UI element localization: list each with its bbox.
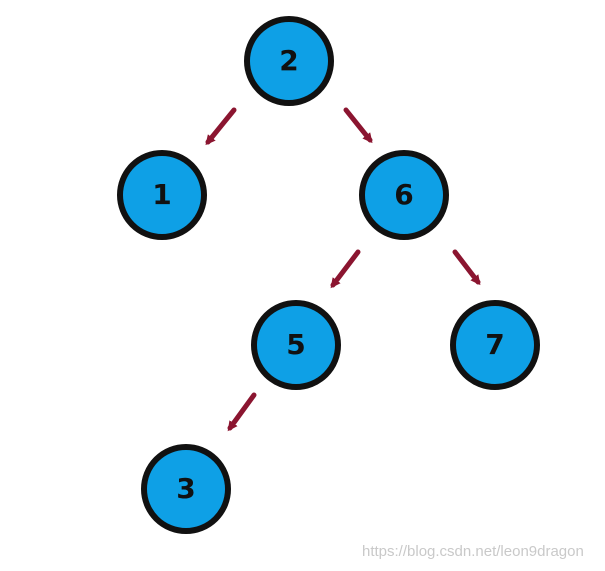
tree-node-7: 7	[450, 300, 540, 390]
node-label: 7	[485, 328, 504, 361]
node-circle	[141, 444, 231, 534]
tree-node-5: 5	[251, 300, 341, 390]
node-label: 2	[279, 44, 298, 77]
node-circle	[359, 150, 449, 240]
node-label: 6	[394, 178, 413, 211]
tree-node-3: 3	[141, 444, 231, 534]
edge-n6-n7	[452, 249, 481, 286]
node-label: 1	[152, 178, 171, 211]
node-circle	[251, 300, 341, 390]
node-circle	[117, 150, 207, 240]
edge-n5-n3	[227, 392, 257, 432]
node-label: 5	[286, 328, 305, 361]
node-label: 3	[176, 472, 195, 505]
node-circle	[450, 300, 540, 390]
edges-layer	[205, 107, 481, 432]
tree-node-2: 2	[244, 16, 334, 106]
edge-n2-n1	[205, 107, 237, 146]
tree-node-6: 6	[359, 150, 449, 240]
edge-n6-n5	[330, 249, 361, 289]
node-circle	[244, 16, 334, 106]
edge-n2-n6	[343, 107, 373, 144]
tree-node-1: 1	[117, 150, 207, 240]
nodes-layer: 2 1 6 5 7 3	[117, 16, 540, 534]
watermark-text: https://blog.csdn.net/leon9dragon	[362, 543, 584, 560]
